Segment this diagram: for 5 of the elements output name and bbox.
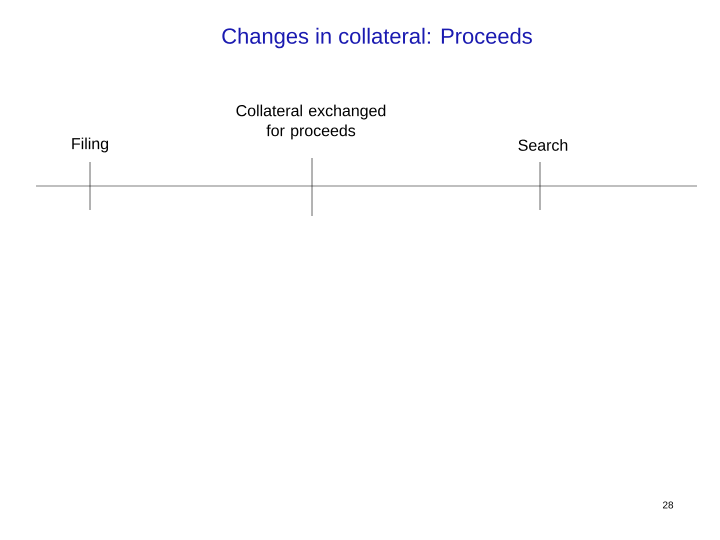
title: Changes in collateral: Proceeds (222, 28, 532, 48)
timeline-label: Search (518, 139, 568, 151)
timeline-label: Filing (72, 138, 108, 152)
page-number: 28 (662, 501, 674, 509)
timeline-label: Collateral exchanged for proceeds (236, 104, 386, 140)
